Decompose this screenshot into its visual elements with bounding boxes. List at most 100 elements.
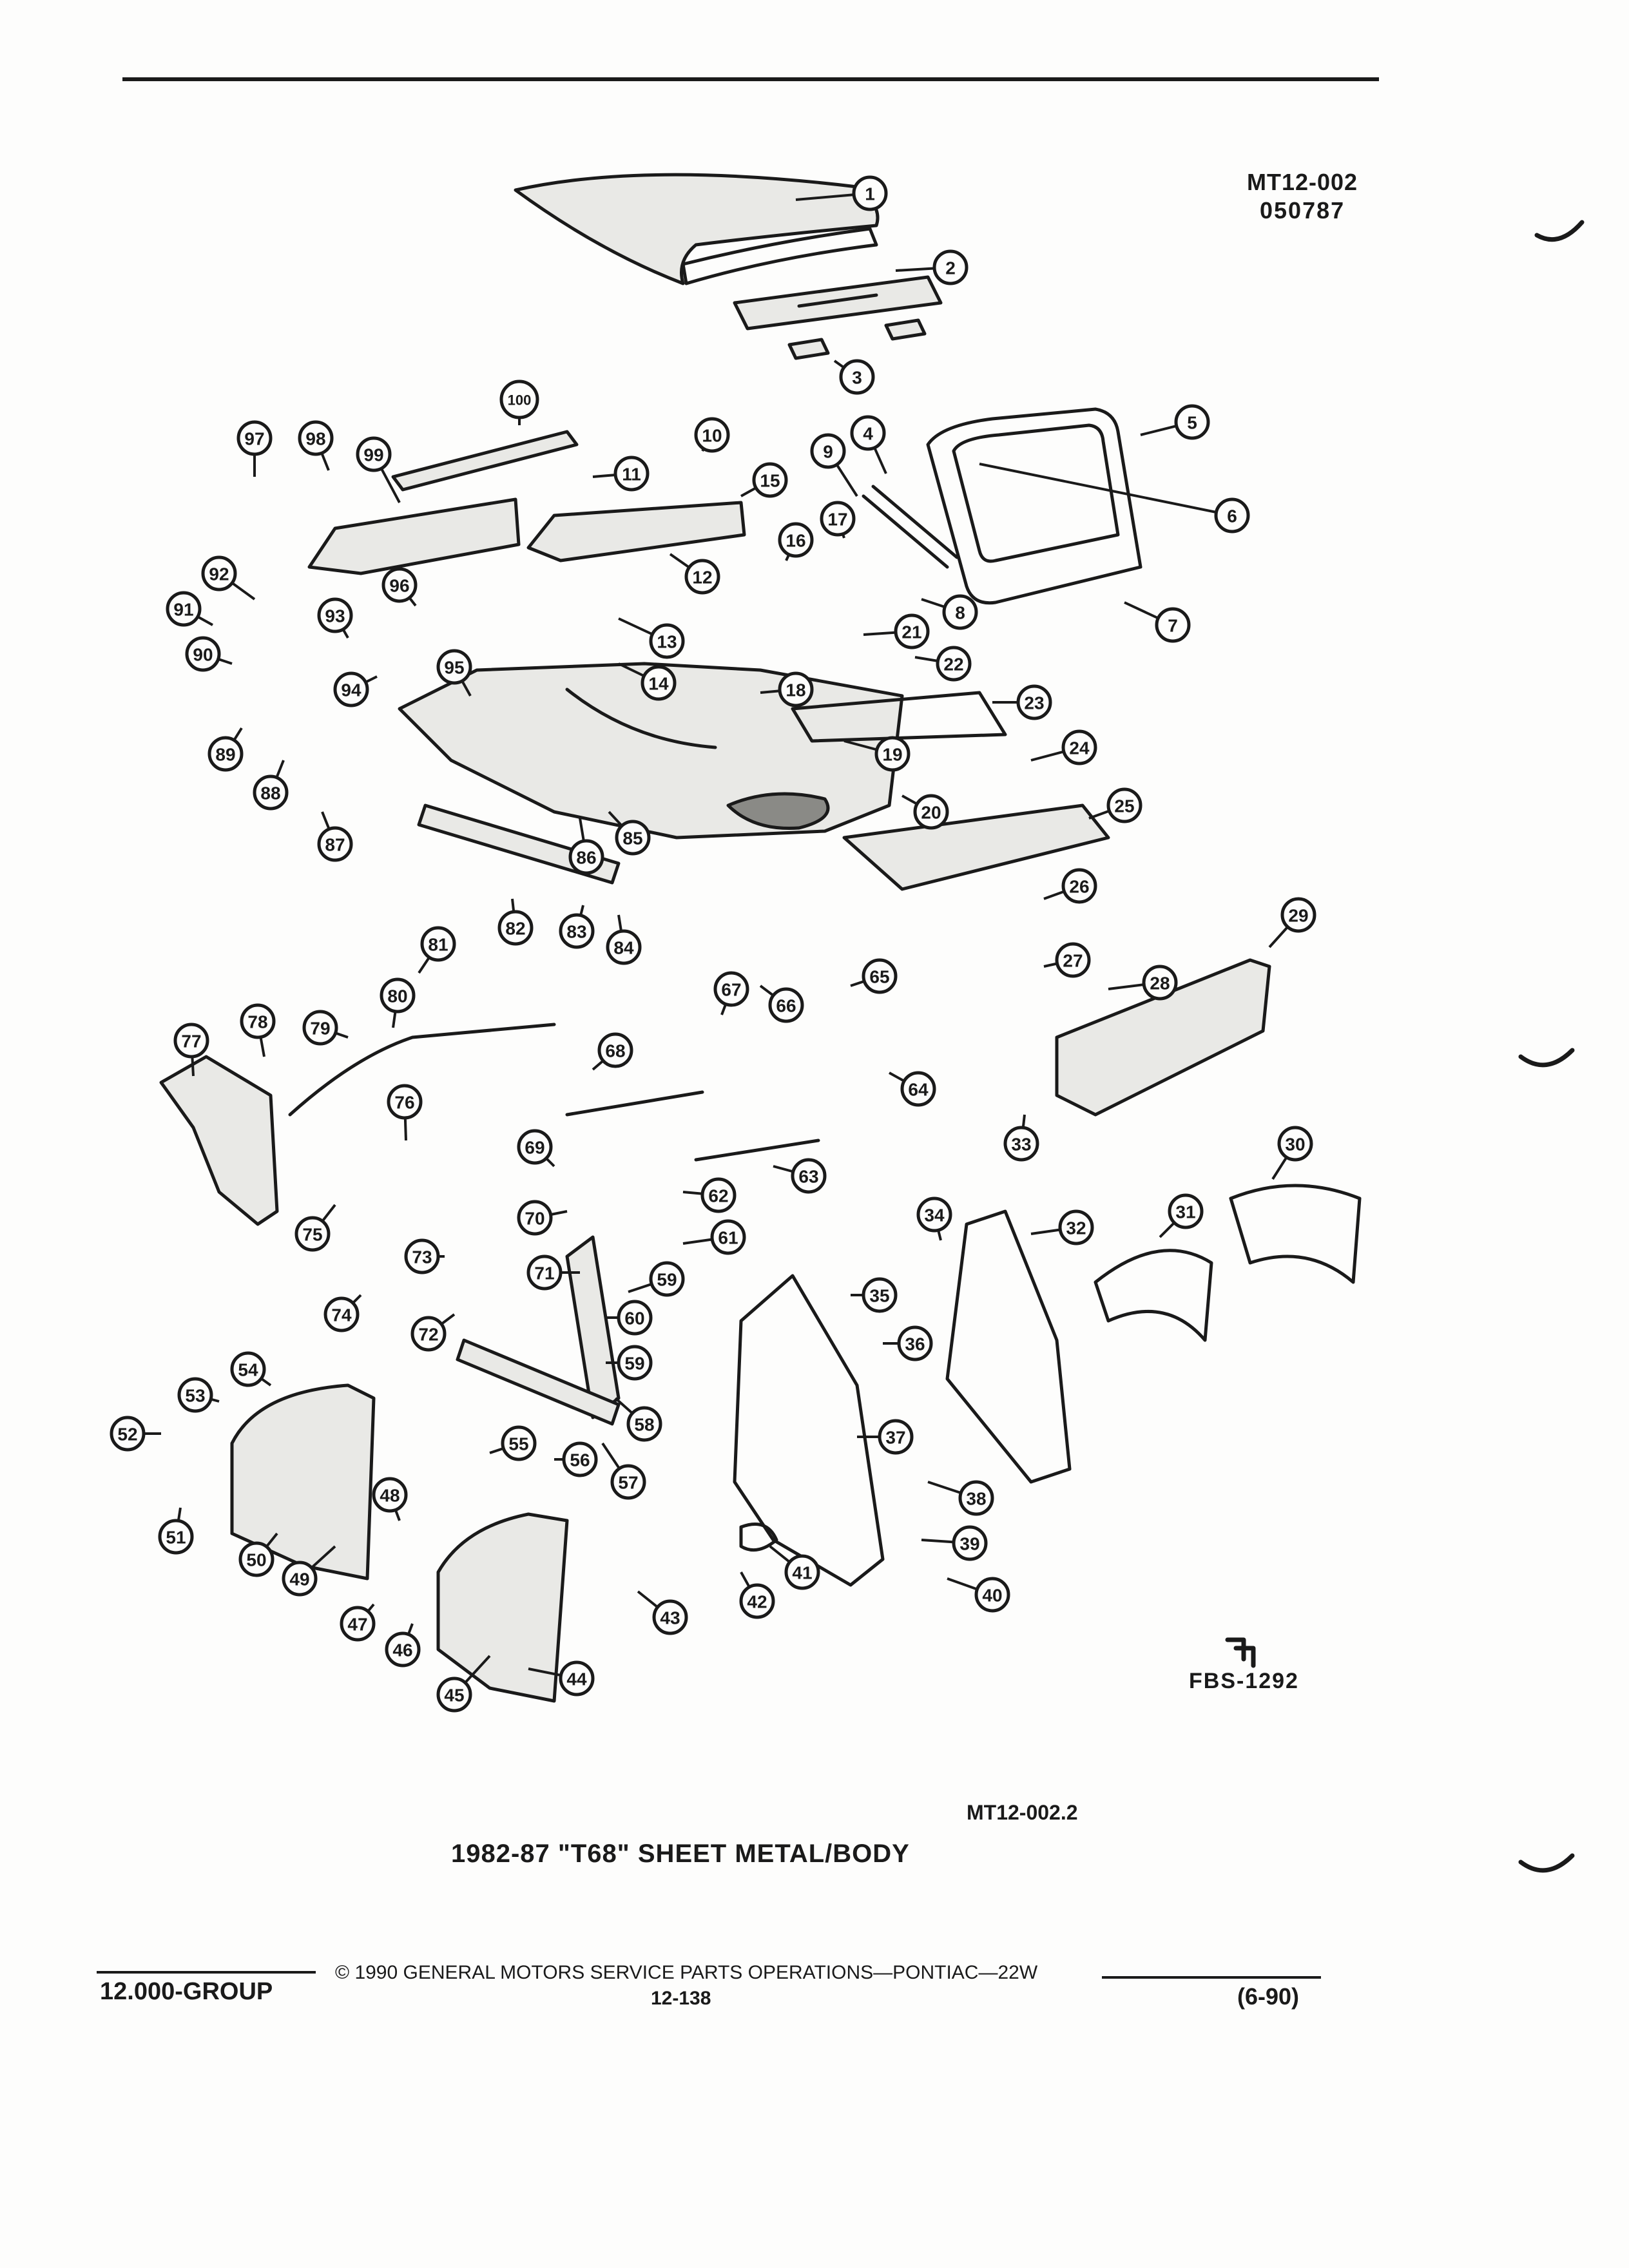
callout-bubble bbox=[381, 567, 418, 603]
callout-bubble bbox=[958, 1480, 994, 1516]
callout-19: 19 bbox=[874, 736, 911, 772]
callout-49: 49 bbox=[282, 1561, 318, 1597]
callout-4: 4 bbox=[850, 415, 886, 451]
callout-bubble bbox=[894, 613, 930, 649]
callout-22: 22 bbox=[936, 646, 972, 682]
callout-number: 12 bbox=[692, 568, 712, 588]
callout-bubble bbox=[597, 1032, 633, 1068]
callout-14: 14 bbox=[641, 665, 677, 701]
callout-number: 86 bbox=[576, 848, 596, 868]
callout-number: 47 bbox=[347, 1615, 367, 1635]
callout-bubble bbox=[372, 1477, 408, 1513]
callout-number: 40 bbox=[982, 1586, 1002, 1606]
callout-35: 35 bbox=[862, 1277, 898, 1313]
callout-number: 26 bbox=[1069, 877, 1089, 897]
callout-number: 31 bbox=[1175, 1202, 1195, 1222]
callout-34: 34 bbox=[916, 1196, 952, 1233]
callout-46: 46 bbox=[385, 1631, 421, 1667]
callout-number: 75 bbox=[302, 1225, 322, 1245]
callout-number: 48 bbox=[380, 1486, 400, 1506]
callout-68: 68 bbox=[597, 1032, 633, 1068]
callout-number: 14 bbox=[648, 674, 669, 694]
callout-number: 30 bbox=[1285, 1135, 1305, 1155]
callout-number: 15 bbox=[760, 471, 780, 491]
callout-59: 59 bbox=[649, 1261, 685, 1297]
callout-number: 11 bbox=[622, 465, 641, 485]
callout-bubble bbox=[1214, 497, 1250, 533]
callout-bubbles: 1234567891011121314151617181920212223242… bbox=[110, 175, 1316, 1713]
callout-bubble bbox=[820, 501, 856, 537]
callout-bubble bbox=[302, 1010, 338, 1046]
callout-bubble bbox=[323, 1296, 360, 1332]
callout-bubble bbox=[932, 249, 969, 285]
callout-number: 34 bbox=[924, 1206, 945, 1225]
callout-number: 64 bbox=[908, 1080, 929, 1100]
callout-12: 12 bbox=[684, 559, 720, 595]
rocker-inner bbox=[456, 1338, 621, 1426]
callout-bubble bbox=[700, 1177, 737, 1213]
callout-bubble bbox=[878, 1419, 914, 1455]
hinge-left bbox=[787, 338, 830, 360]
callout-bubble bbox=[1061, 729, 1097, 765]
callout-number: 99 bbox=[363, 445, 383, 465]
callout-51: 51 bbox=[158, 1519, 194, 1555]
callout-bubble bbox=[294, 1216, 331, 1252]
callout-bubble bbox=[1155, 607, 1191, 643]
callout-number: 84 bbox=[613, 938, 634, 958]
callout-number: 96 bbox=[389, 576, 409, 596]
callout-3: 3 bbox=[839, 359, 875, 395]
callout-bubble bbox=[850, 415, 886, 451]
copyright-line: © 1990 GENERAL MOTORS SERVICE PARTS OPER… bbox=[335, 1962, 1038, 1983]
callout-number: 55 bbox=[508, 1434, 528, 1454]
callout-number: 76 bbox=[394, 1093, 414, 1113]
callout-bubble bbox=[784, 1554, 820, 1590]
callout-number: 88 bbox=[260, 783, 280, 803]
callout-bubble bbox=[713, 971, 749, 1007]
callout-bubble bbox=[641, 665, 677, 701]
callout-bubble bbox=[617, 1300, 653, 1336]
callout-5: 5 bbox=[1174, 404, 1210, 440]
callout-number: 20 bbox=[921, 803, 941, 823]
callout-number: 58 bbox=[634, 1415, 654, 1435]
callout-bubble bbox=[110, 1416, 146, 1452]
callout-number: 93 bbox=[325, 606, 345, 626]
callout-92: 92 bbox=[201, 555, 237, 591]
callout-bubble bbox=[201, 555, 237, 591]
doc-code: MT12-002 bbox=[1247, 169, 1358, 195]
callout-number: 87 bbox=[325, 835, 345, 855]
callout-number: 95 bbox=[444, 658, 464, 678]
quarter-panel-outer bbox=[733, 1274, 885, 1587]
strut-right bbox=[871, 485, 959, 559]
callout-number: 82 bbox=[505, 919, 525, 939]
callout-number: 41 bbox=[792, 1563, 812, 1583]
callout-number: 94 bbox=[341, 680, 361, 700]
callout-number: 38 bbox=[966, 1489, 986, 1509]
callout-number: 53 bbox=[185, 1386, 205, 1406]
callout-36: 36 bbox=[897, 1325, 933, 1361]
callout-93: 93 bbox=[317, 597, 353, 633]
callout-bubble bbox=[282, 1561, 318, 1597]
callout-bubble bbox=[236, 420, 273, 456]
windshield-pillar bbox=[288, 1023, 556, 1117]
callout-bubble bbox=[1058, 1209, 1094, 1245]
callout-20: 20 bbox=[913, 794, 949, 830]
callout-21: 21 bbox=[894, 613, 930, 649]
callout-number: 57 bbox=[618, 1473, 638, 1493]
callout-55: 55 bbox=[501, 1425, 537, 1461]
quarter-panel-inner bbox=[945, 1209, 1072, 1484]
callout-number: 1 bbox=[865, 184, 875, 204]
callout-number: 70 bbox=[525, 1209, 545, 1229]
callout-bubble bbox=[207, 736, 244, 772]
callout-30: 30 bbox=[1277, 1126, 1313, 1162]
callout-number: 16 bbox=[786, 531, 805, 551]
callout-number: 67 bbox=[721, 980, 741, 1000]
callout-24: 24 bbox=[1061, 729, 1097, 765]
callout-bubble bbox=[710, 1219, 746, 1255]
callout-44: 44 bbox=[559, 1660, 595, 1696]
callout-54: 54 bbox=[230, 1351, 266, 1387]
dash-panel bbox=[307, 497, 521, 575]
callout-95: 95 bbox=[436, 649, 472, 685]
callout-42: 42 bbox=[739, 1583, 775, 1619]
callout-number: 80 bbox=[387, 986, 407, 1006]
